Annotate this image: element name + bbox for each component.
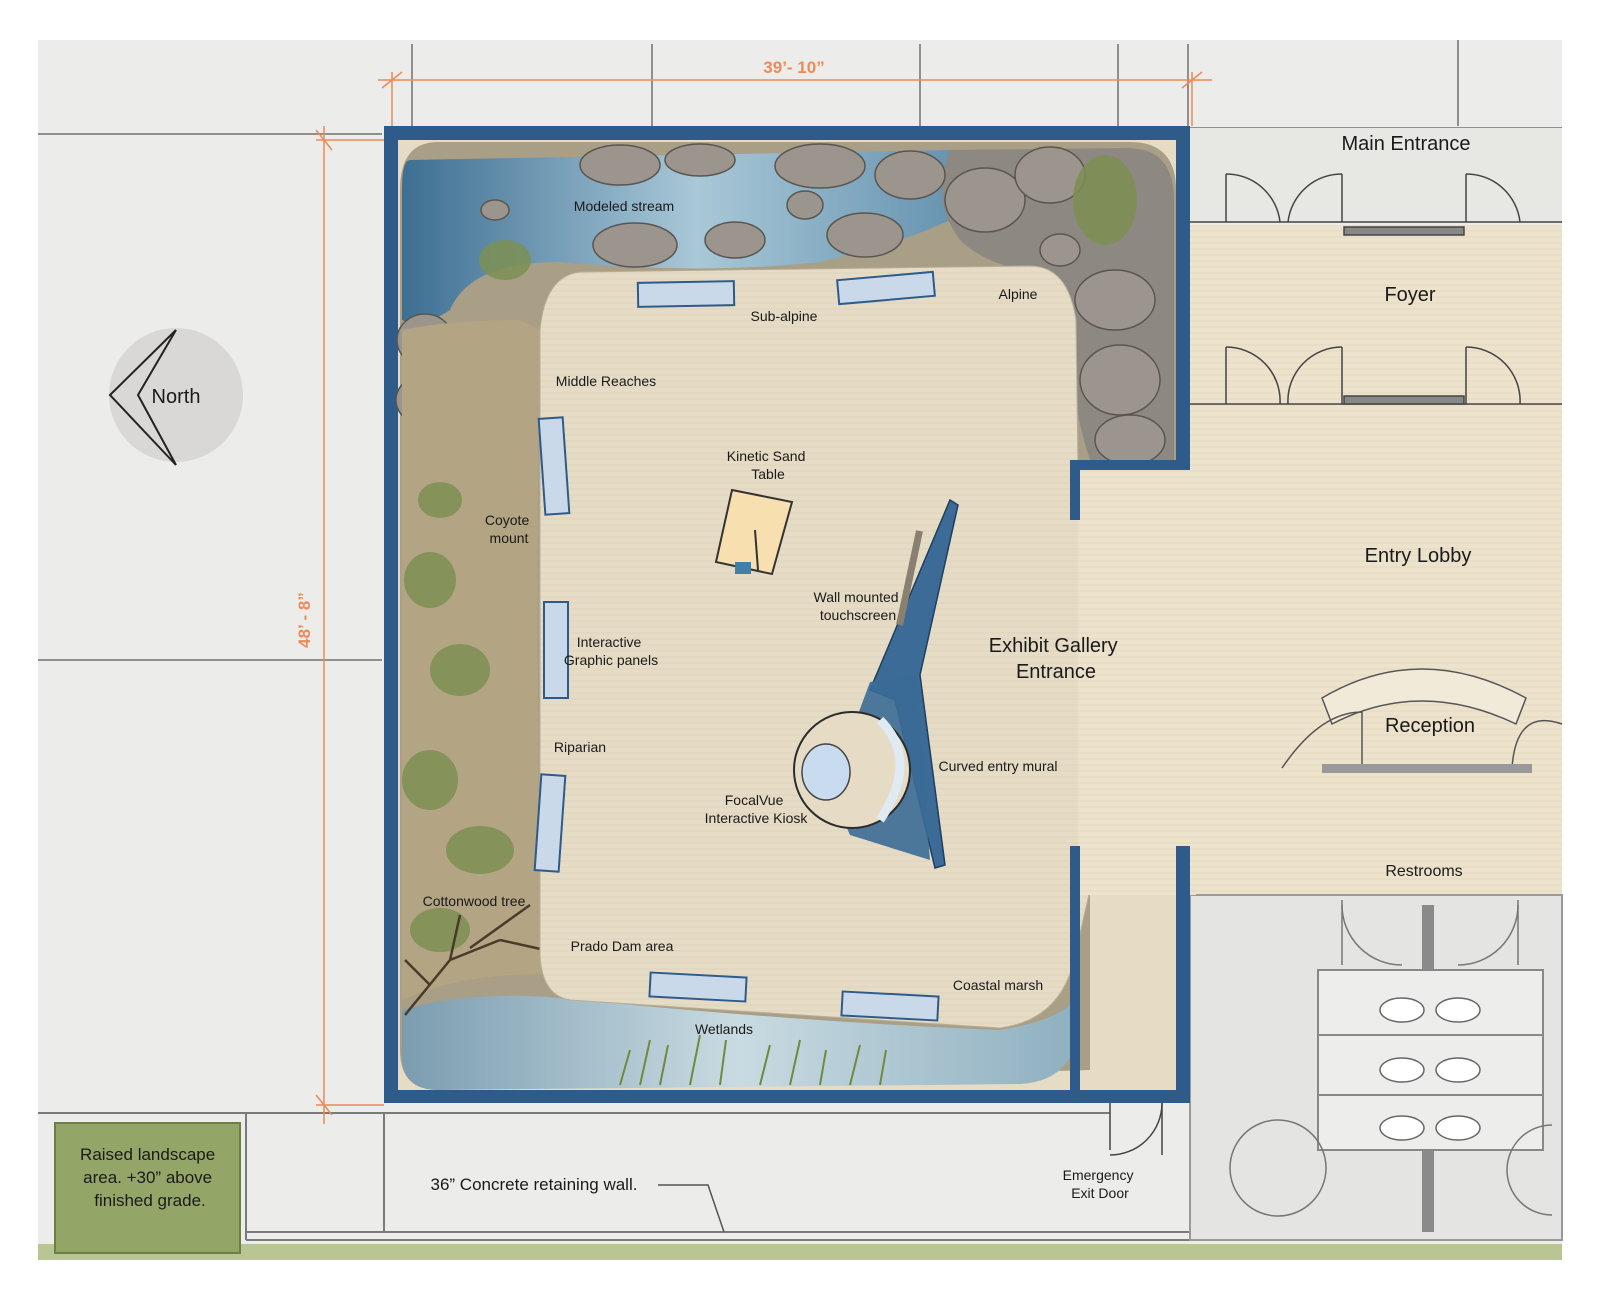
curved-entry-mural	[793, 498, 959, 869]
wall-mounted-touchscreen	[896, 530, 923, 626]
emergency-exit-label: Emergency Exit Door	[1063, 1167, 1138, 1201]
retaining-wall-leader	[658, 1184, 725, 1233]
sand-table-label: Kinetic Sand Table	[727, 448, 810, 482]
entry-lobby-label: Entry Lobby	[1365, 545, 1472, 567]
modeled-stream-water	[402, 150, 992, 324]
gallery-entrance-label: Exhibit Gallery Entrance	[989, 635, 1124, 683]
touchscreen-label: Wall mounted touchscreen	[814, 589, 903, 623]
north-compass	[108, 328, 243, 466]
reception-label: Reception	[1385, 715, 1475, 737]
entrance-walkway	[1190, 128, 1562, 223]
wetlands-water	[402, 995, 1074, 1090]
coastal-marsh-label: Coastal marsh	[953, 977, 1043, 993]
compass-label: North	[152, 386, 201, 408]
interior-wall-stubs	[1070, 460, 1190, 1091]
curved-mural-label: Curved entry mural	[938, 758, 1057, 774]
gallery-floor	[539, 265, 1091, 1029]
interactive-graphic-panels	[533, 270, 940, 1022]
dimension-lines	[315, 71, 1212, 1124]
emergency-exit-door	[1109, 1102, 1163, 1156]
lobby-opening	[1176, 470, 1196, 895]
cottonwood-tree	[404, 903, 546, 1016]
marsh-grass	[619, 1034, 887, 1086]
riparian-label: Riparian	[554, 739, 606, 755]
kinetic-sand-table	[714, 488, 794, 576]
restrooms-block	[1189, 894, 1563, 1241]
height-dimension: 48’ - 8”	[295, 592, 314, 648]
foyer-label: Foyer	[1384, 284, 1435, 306]
sub-alpine-label: Sub-alpine	[751, 308, 818, 324]
entrance-floor-patch	[1078, 470, 1176, 895]
alpine-label: Alpine	[999, 286, 1038, 302]
retaining-wall-label: 36” Concrete retaining wall.	[431, 1175, 638, 1194]
raised-landscape-area	[54, 1122, 241, 1254]
graphic-panels-label: Interactive Graphic panels	[564, 634, 658, 668]
focalvue-kiosk	[801, 743, 851, 801]
modeled-stream-label: Modeled stream	[574, 198, 674, 214]
width-dimension: 39’- 10”	[763, 58, 824, 77]
grass-strip	[38, 1244, 1562, 1260]
lobby-floor	[1190, 225, 1562, 895]
prado-dam-label: Prado Dam area	[571, 938, 674, 954]
middle-reaches-label: Middle Reaches	[556, 373, 656, 389]
kiosk-label: FocalVue Interactive Kiosk	[705, 792, 809, 826]
reception-desk	[1281, 668, 1563, 773]
wetlands-label: Wetlands	[695, 1021, 753, 1037]
rocks	[395, 143, 1166, 466]
restrooms-label: Restrooms	[1385, 863, 1462, 880]
coyote-label: Coyote mount	[485, 512, 533, 546]
foyer-door-walls	[1190, 173, 1562, 405]
toilet-fixtures	[1379, 997, 1481, 1141]
vegetation-patches	[402, 155, 1137, 952]
main-entrance-label: Main Entrance	[1342, 133, 1471, 155]
cottonwood-label: Cottonwood tree	[423, 893, 526, 909]
raised-landscape-label: Raised landscape area. +30” above finish…	[80, 1145, 220, 1210]
